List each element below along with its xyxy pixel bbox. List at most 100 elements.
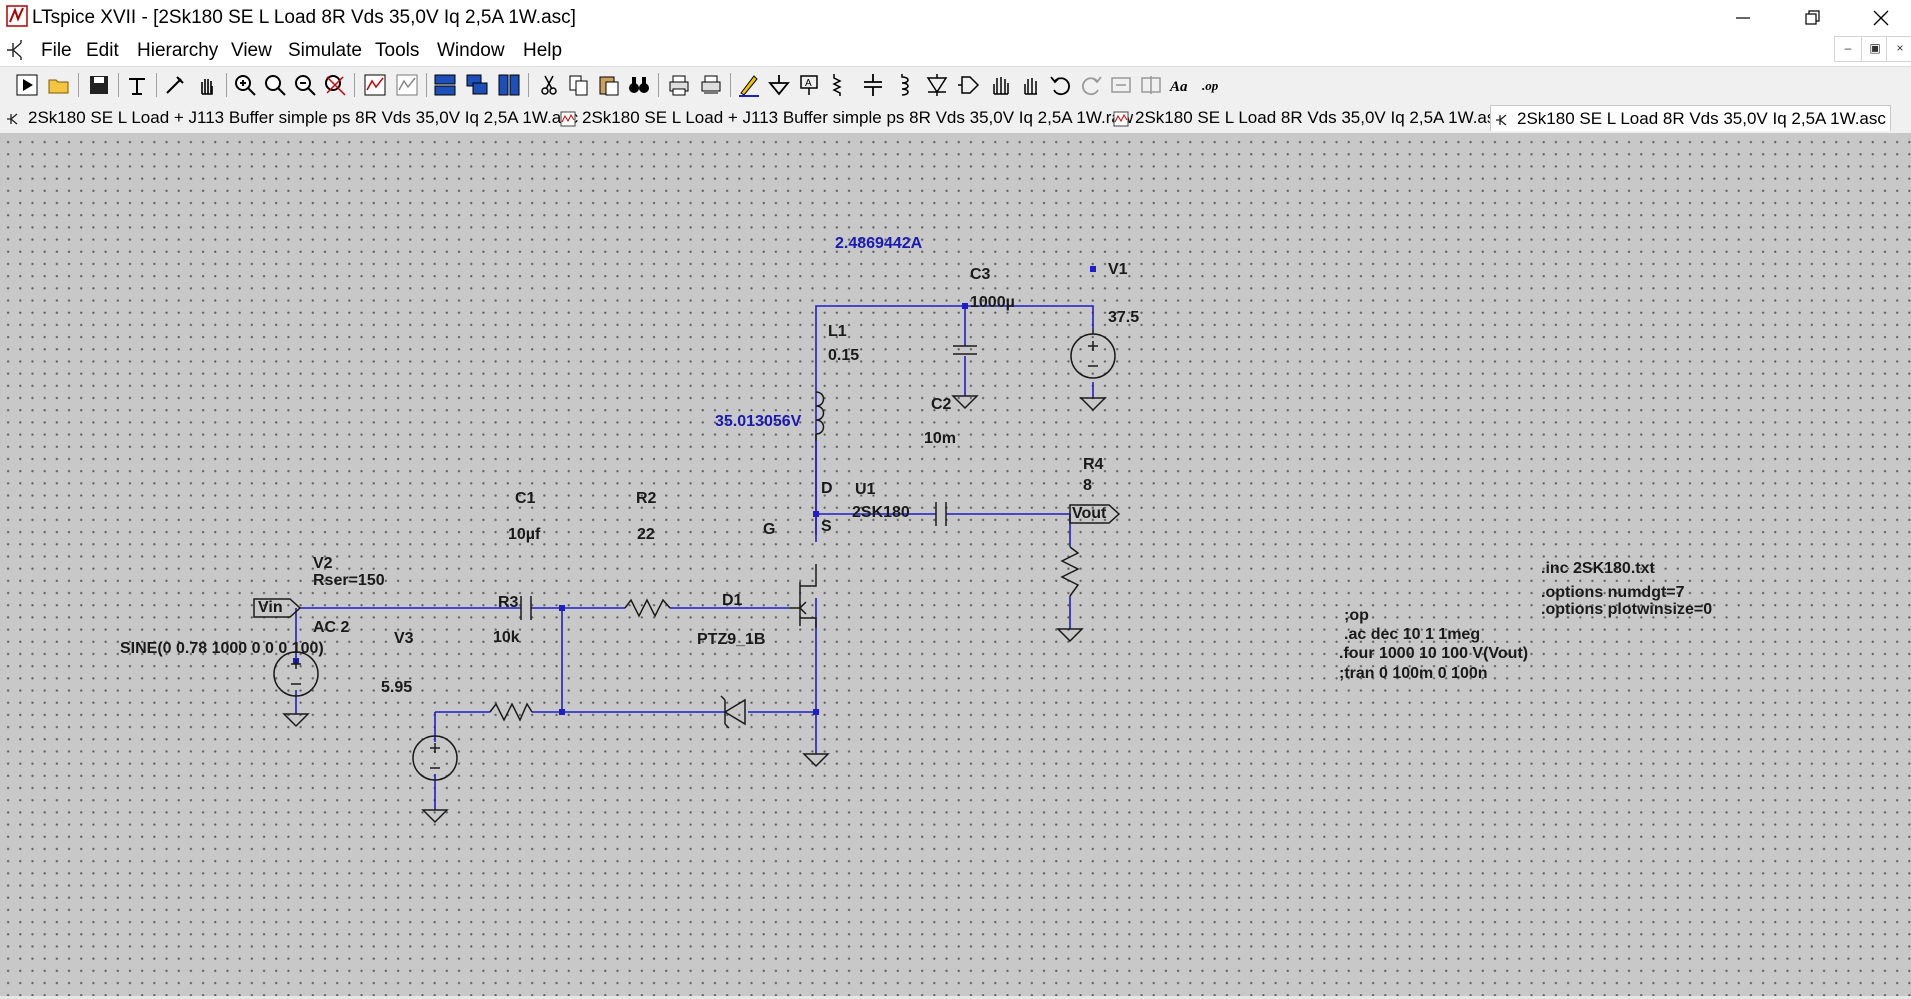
tab-buffer-asc[interactable]: 2Sk180 SE L Load + J113 Buffer simple ps… — [6, 105, 578, 131]
directive-inc[interactable]: .inc 2SK180.txt — [1541, 560, 1655, 577]
d1-zener-diode[interactable] — [720, 695, 746, 729]
close-button[interactable] — [1851, 0, 1911, 36]
control-panel-icon[interactable] — [124, 72, 150, 98]
probe-icon[interactable] — [162, 72, 188, 98]
diode-icon[interactable] — [924, 72, 950, 98]
directive-op[interactable]: ;op — [1344, 607, 1369, 624]
v2-rser[interactable]: Rser=150 — [313, 572, 385, 589]
l1-value[interactable]: 0.15 — [828, 347, 860, 364]
v3-value[interactable]: 5.95 — [381, 679, 413, 696]
l1-name[interactable]: L1 — [828, 323, 847, 340]
cut-icon[interactable] — [536, 72, 562, 98]
minimize-button[interactable] — [1713, 0, 1773, 36]
print-preview-icon[interactable] — [698, 72, 724, 98]
r4-value[interactable]: 8 — [1083, 477, 1092, 494]
u1-value[interactable]: 2SK180 — [852, 504, 910, 521]
zoom-pan-icon[interactable] — [262, 72, 288, 98]
op-drain-voltage-annotation[interactable]: 35.013056V — [715, 413, 802, 430]
vin-net-label[interactable]: Vin — [258, 599, 283, 616]
inductor-icon[interactable] — [892, 72, 918, 98]
u1-name[interactable]: U1 — [855, 481, 876, 498]
tab-load-raw[interactable]: 2Sk180 SE L Load 8R Vds 35,0V Iq 2,5A 1W… — [1113, 105, 1504, 131]
drag-hand-icon[interactable] — [1018, 72, 1044, 98]
menu-file[interactable]: File — [41, 40, 72, 61]
ground-symbol[interactable] — [1079, 397, 1107, 412]
menu-edit[interactable]: Edit — [86, 40, 119, 61]
v1-value[interactable]: 37.5 — [1108, 309, 1140, 326]
r3-value[interactable]: 10k — [493, 629, 520, 646]
ground-symbol[interactable] — [802, 753, 830, 768]
u1-jfet[interactable] — [790, 564, 817, 628]
r3-name[interactable]: R3 — [498, 594, 519, 611]
mdi-restore-button[interactable]: ▣ — [1861, 36, 1889, 62]
v1-name[interactable]: V1 — [1108, 261, 1128, 278]
spice-directive-icon[interactable]: .op — [1200, 72, 1226, 98]
ground-icon[interactable] — [766, 72, 792, 98]
zoom-fit-icon[interactable] — [322, 72, 348, 98]
v1-voltage-source[interactable] — [1070, 329, 1116, 379]
ground-symbol[interactable] — [1056, 628, 1084, 643]
pan-hand-icon[interactable] — [194, 72, 220, 98]
directive-ac[interactable]: .ac dec 10 1 1meg — [1344, 626, 1481, 643]
net-label-icon[interactable]: A — [796, 72, 822, 98]
c3-value[interactable]: 1000µ — [970, 294, 1015, 311]
r4-resistor[interactable] — [1060, 546, 1080, 597]
plot-settings-icon[interactable] — [394, 72, 420, 98]
v2-voltage-source[interactable] — [273, 651, 319, 697]
directive-four[interactable]: .four 1000 10 100 V(Vout) — [1339, 645, 1529, 662]
r2-value[interactable]: 22 — [637, 526, 655, 543]
capacitor-icon[interactable] — [860, 72, 886, 98]
resistor-icon[interactable] — [826, 72, 852, 98]
d1-name[interactable]: D1 — [722, 592, 743, 609]
vin-net-flag[interactable] — [253, 598, 302, 618]
r4-name[interactable]: R4 — [1083, 456, 1104, 473]
restore-button[interactable] — [1783, 0, 1843, 36]
d1-value[interactable]: PTZ9_1B — [697, 631, 766, 648]
redo-icon[interactable] — [1078, 72, 1104, 98]
vout-net-label[interactable]: Vout — [1072, 505, 1107, 522]
wire-supply-rail[interactable] — [815, 305, 1094, 535]
mdi-close-button[interactable]: × — [1886, 36, 1911, 62]
cascade-icon[interactable] — [464, 72, 490, 98]
c1-name[interactable]: C1 — [515, 490, 536, 507]
ground-symbol[interactable] — [951, 395, 979, 410]
c1-value[interactable]: 10µf — [508, 526, 541, 543]
r2-name[interactable]: R2 — [636, 490, 657, 507]
r3-resistor[interactable] — [489, 702, 533, 722]
v2-sine[interactable]: SINE(0 0.78 1000 0 0 0 100) — [120, 640, 324, 657]
menu-help[interactable]: Help — [523, 40, 563, 61]
directive-options-numdgt[interactable]: .options numdgt=7 — [1541, 584, 1685, 601]
c1-capacitor[interactable] — [520, 596, 532, 620]
schematic-doc-icon[interactable] — [5, 39, 27, 61]
schematic-canvas[interactable]: 2.4869442A 35.013056V V1 37.5 C3 1000µ L… — [0, 134, 1911, 996]
paste-icon[interactable] — [596, 72, 622, 98]
menu-hierarchy[interactable]: Hierarchy — [137, 40, 219, 61]
c3-capacitor[interactable] — [953, 345, 977, 355]
tab-buffer-raw[interactable]: 2Sk180 SE L Load + J113 Buffer simple ps… — [560, 105, 1133, 131]
undo-icon[interactable] — [1048, 72, 1074, 98]
tile-vertical-icon[interactable] — [496, 72, 522, 98]
menu-view[interactable]: View — [231, 40, 272, 61]
c2-capacitor[interactable] — [935, 502, 947, 526]
autorange-icon[interactable] — [362, 72, 388, 98]
c2-name[interactable]: C2 — [931, 396, 952, 413]
mdi-minimize-button[interactable]: – — [1834, 36, 1862, 62]
op-current-annotation[interactable]: 2.4869442A — [835, 235, 923, 252]
copy-icon[interactable] — [566, 72, 592, 98]
directive-options-plotwinsize[interactable]: .options plotwinsize=0 — [1541, 601, 1713, 618]
rotate-icon[interactable] — [1108, 72, 1134, 98]
run-icon[interactable] — [14, 72, 40, 98]
menu-tools[interactable]: Tools — [375, 40, 420, 61]
text-icon[interactable]: Aa — [1168, 72, 1194, 98]
draw-wire-icon[interactable] — [736, 72, 762, 98]
ground-symbol[interactable] — [282, 713, 310, 728]
open-folder-icon[interactable] — [46, 72, 72, 98]
save-icon[interactable] — [86, 72, 112, 98]
v2-name[interactable]: V2 — [313, 555, 333, 572]
mirror-icon[interactable] — [1138, 72, 1164, 98]
c2-value[interactable]: 10m — [924, 430, 957, 447]
component-icon[interactable] — [956, 72, 982, 98]
v2-ac[interactable]: AC 2 — [313, 619, 350, 636]
vout-net-flag[interactable] — [1069, 504, 1121, 524]
move-hand-icon[interactable] — [988, 72, 1014, 98]
